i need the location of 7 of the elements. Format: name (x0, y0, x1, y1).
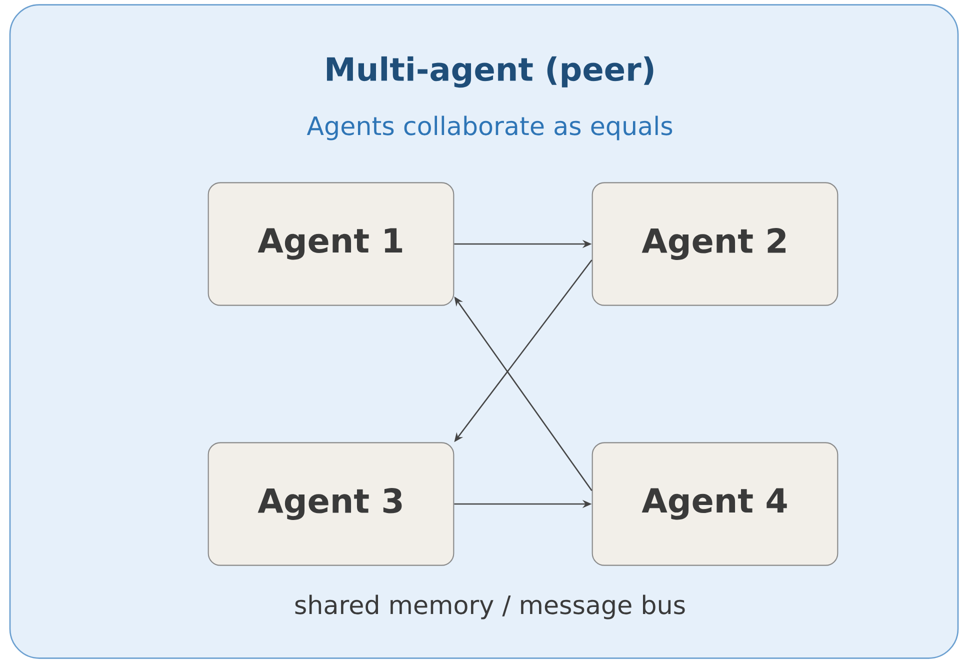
agent-box: Agent 1 (208, 182, 454, 306)
agent-box: Agent 2 (592, 182, 838, 306)
title: Multi-agent (peer) (326, 56, 654, 88)
caption-text: shared memory / message bus (295, 594, 685, 620)
agent-box: Agent 3 (208, 442, 454, 566)
subtitle: Agents collaborate as equals (306, 116, 672, 140)
agent-box: Agent 4 (592, 442, 838, 566)
